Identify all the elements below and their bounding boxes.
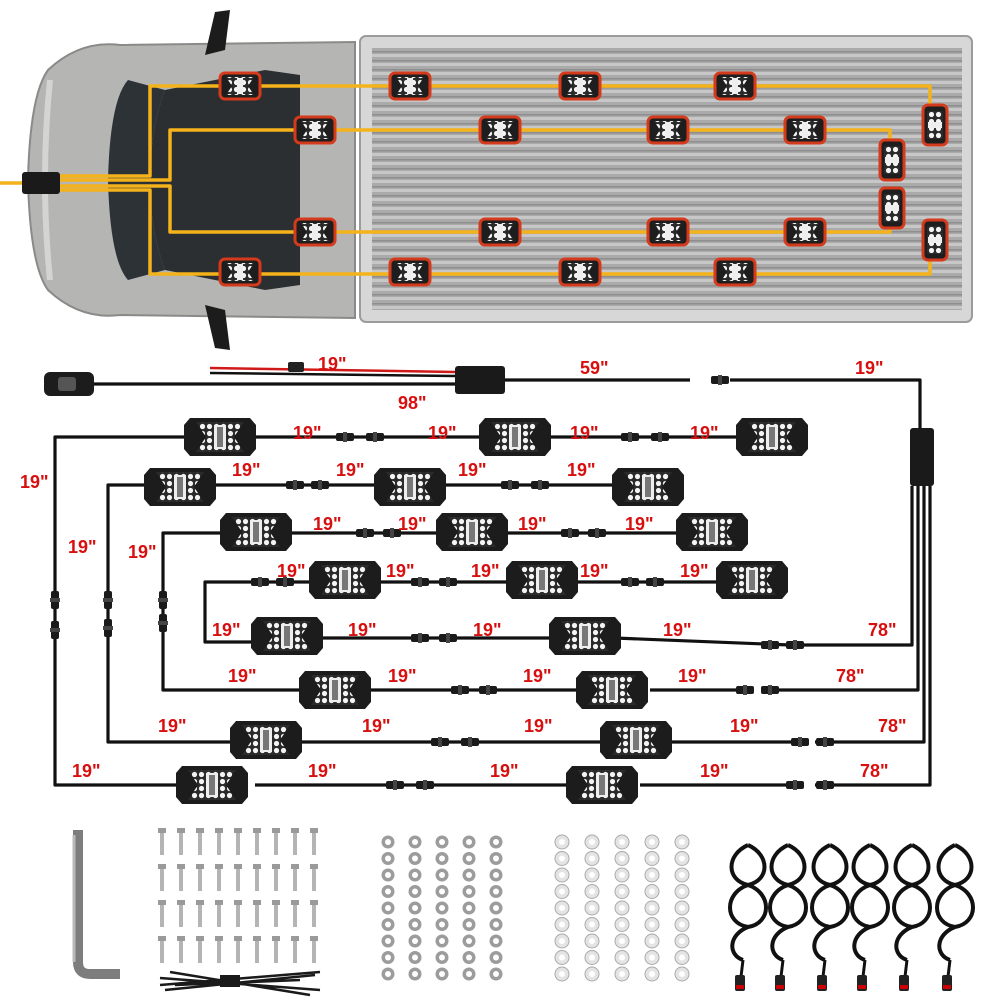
label-link: 19"	[293, 423, 322, 443]
extension-cables-icon	[728, 843, 975, 993]
cable-ties-icon	[159, 970, 321, 997]
label-link: 19"	[523, 666, 552, 686]
bolts-icon	[158, 828, 318, 963]
label-link: 19"	[308, 761, 337, 781]
label-splitter-down: 19"	[855, 358, 884, 378]
label-link: 19"	[580, 561, 609, 581]
label-link: 19"	[313, 514, 342, 534]
label-link: 19"	[680, 561, 709, 581]
label-link: 19"	[524, 716, 553, 736]
control-box	[22, 172, 60, 194]
label-switch-bottom: 98"	[398, 393, 427, 413]
label-switch-top: 19"	[318, 354, 347, 374]
splitter	[910, 428, 934, 486]
label-extension: 78"	[868, 620, 897, 640]
label-link: 19"	[348, 620, 377, 640]
label-link: 19"	[128, 542, 157, 562]
nuts-icon	[381, 835, 503, 981]
label-link: 19"	[663, 620, 692, 640]
label-link: 19"	[458, 460, 487, 480]
label-link: 19"	[212, 620, 241, 640]
length-labels: 19" 98" 59" 19" 19" 19" 19" 19" 19" 19" …	[20, 354, 907, 781]
truck-illustration	[0, 10, 973, 350]
label-link: 19"	[625, 514, 654, 534]
label-link: 19"	[388, 666, 417, 686]
control-module	[455, 366, 505, 394]
mirror-top	[205, 10, 230, 55]
label-link: 19"	[232, 460, 261, 480]
label-link: 19"	[428, 423, 457, 443]
label-link: 19"	[336, 460, 365, 480]
label-link: 19"	[386, 561, 415, 581]
label-link: 19"	[570, 423, 599, 443]
label-link: 19"	[277, 561, 306, 581]
label-link: 19"	[700, 761, 729, 781]
label-link: 19"	[68, 537, 97, 557]
label-link: 19"	[398, 514, 427, 534]
wiring-harness	[44, 362, 934, 804]
label-link: 19"	[567, 460, 596, 480]
label-link: 19"	[473, 620, 502, 640]
label-box-to-splitter: 59"	[580, 358, 609, 378]
label-link: 19"	[678, 666, 707, 686]
label-extension: 78"	[836, 666, 865, 686]
washers-icon	[554, 834, 690, 982]
label-extension: 78"	[860, 761, 889, 781]
switch-rocker	[58, 377, 76, 391]
label-link: 19"	[518, 514, 547, 534]
label-link: 19"	[20, 472, 49, 492]
label-link: 19"	[730, 716, 759, 736]
mirror-bottom	[205, 305, 230, 350]
label-link: 19"	[490, 761, 519, 781]
accessories	[72, 828, 975, 997]
hex-key-icon	[73, 830, 120, 979]
label-link: 19"	[471, 561, 500, 581]
label-extension: 78"	[878, 716, 907, 736]
label-link: 19"	[362, 716, 391, 736]
label-link: 19"	[690, 423, 719, 443]
label-link: 19"	[72, 761, 101, 781]
label-link: 19"	[158, 716, 187, 736]
label-link: 19"	[228, 666, 257, 686]
fuse-holder	[288, 362, 304, 372]
